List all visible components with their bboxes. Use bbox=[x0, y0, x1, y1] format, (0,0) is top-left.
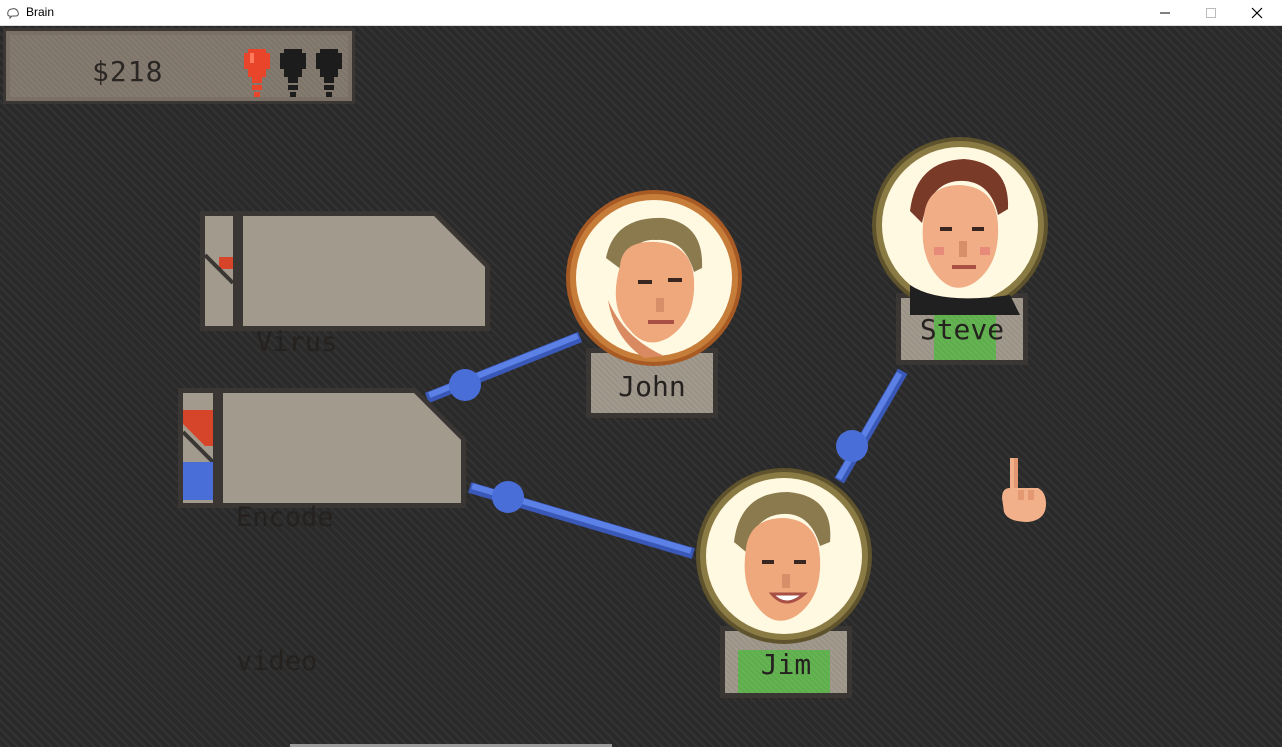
game-board[interactable]: $218 bbox=[0, 26, 1282, 747]
portrait-john[interactable] bbox=[564, 188, 744, 368]
minimize-button[interactable] bbox=[1142, 0, 1188, 26]
idea-bulbs bbox=[242, 47, 344, 99]
link-knob[interactable] bbox=[449, 369, 481, 401]
lightbulb-icon bbox=[244, 49, 270, 97]
money-value: $218 bbox=[92, 55, 164, 88]
person-name: Steve bbox=[919, 313, 1005, 346]
task-frame bbox=[178, 388, 466, 508]
brain-app-icon bbox=[7, 8, 19, 20]
pointing-hand-icon bbox=[1002, 458, 1046, 522]
minimize-icon bbox=[1160, 12, 1170, 14]
maximize-icon bbox=[1206, 8, 1216, 18]
person-name: John bbox=[618, 370, 686, 403]
link-knob[interactable] bbox=[492, 481, 524, 513]
task-label-line2: video bbox=[236, 646, 318, 677]
lightbulb-icon bbox=[280, 49, 306, 97]
link-knob[interactable] bbox=[836, 430, 868, 462]
portrait-steve[interactable] bbox=[870, 135, 1050, 315]
link-john-virus[interactable] bbox=[424, 331, 583, 404]
scroll-indicator bbox=[290, 744, 612, 747]
name-progress bbox=[738, 650, 830, 693]
maximize-button[interactable] bbox=[1188, 0, 1234, 26]
connection-links bbox=[424, 331, 908, 559]
close-button[interactable] bbox=[1234, 0, 1280, 26]
task-label-line1: Encode bbox=[236, 502, 334, 533]
title-bar[interactable]: Brain bbox=[0, 0, 1282, 26]
link-jim-encode[interactable] bbox=[468, 481, 695, 559]
lightbulb-icon bbox=[316, 49, 342, 97]
link-steve-jim[interactable] bbox=[834, 368, 908, 484]
task-label-line1: Virus bbox=[256, 327, 338, 358]
close-icon bbox=[1251, 7, 1263, 19]
money-panel: $218 bbox=[3, 28, 355, 104]
person-name: Jim bbox=[760, 648, 812, 681]
task-frame bbox=[200, 211, 490, 331]
window-title: Brain bbox=[26, 5, 55, 19]
portrait-jim[interactable] bbox=[694, 466, 874, 646]
